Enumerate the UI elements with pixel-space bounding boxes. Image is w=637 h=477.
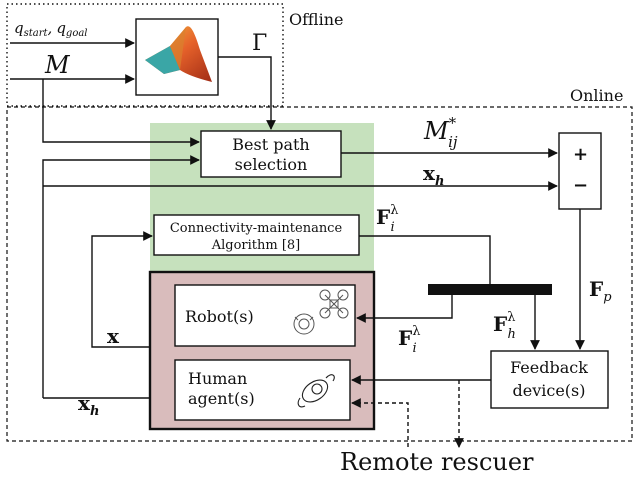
- sum-plus-sign: +: [573, 144, 588, 165]
- human-label-line2: agent(s): [188, 389, 255, 408]
- x-h-upper-label: xh: [423, 161, 444, 189]
- connectivity-label-line1: Connectivity-maintenance: [170, 221, 343, 236]
- sum-minus-sign: −: [573, 175, 588, 196]
- robot-label: Robot(s): [185, 307, 254, 326]
- best-path-label-line2: selection: [235, 155, 308, 174]
- remote-rescuer-label: Remote rescuer: [340, 448, 534, 476]
- best-path-selection-block: [200, 130, 342, 178]
- q-start-goal-label: qstart,qgoal: [14, 19, 88, 39]
- force-bus-bar: [428, 284, 552, 295]
- matlab-logo-icon: [145, 26, 212, 82]
- gamma-label: Γ: [252, 31, 267, 56]
- feedback-label-line1: Feedback: [510, 358, 588, 377]
- connectivity-label-line2: Algorithm [8]: [211, 238, 301, 253]
- x-h-lower-label: xh: [78, 391, 99, 419]
- wheeled-robot-icon: [293, 313, 315, 335]
- connectivity-maintenance-block: [153, 214, 360, 256]
- map-to-best-path-arrow: [42, 79, 200, 147]
- gamma-arrow: [218, 56, 276, 130]
- feedback-label-line2: device(s): [513, 381, 586, 400]
- connectivity-to-bus-line: [359, 235, 491, 284]
- human-top-view-icon: [297, 374, 335, 408]
- x-feedback-to-connectivity-arrow: [91, 231, 153, 348]
- human-agent-block: [174, 359, 351, 421]
- bus-to-robot-arrow: [356, 295, 453, 323]
- map-label: M: [44, 51, 71, 79]
- human-label-line1: Human: [188, 369, 247, 388]
- best-path-label-line1: Best path: [232, 135, 309, 154]
- summing-junction: [558, 132, 602, 210]
- feedback-device-block: [490, 350, 609, 409]
- quadrotor-drone-icon: [319, 289, 349, 319]
- offline-label: Offline: [289, 10, 344, 29]
- xh-feedback-to-best-path-arrow: [42, 155, 200, 398]
- x-robot-label: x: [107, 324, 120, 348]
- f-p-label: Fp: [589, 277, 612, 305]
- online-label: Online: [570, 86, 623, 105]
- m-ij-label: M*ij: [423, 114, 458, 151]
- online-region-border: [6, 106, 633, 442]
- rescuer-to-human-dashed-arrow: [351, 398, 409, 447]
